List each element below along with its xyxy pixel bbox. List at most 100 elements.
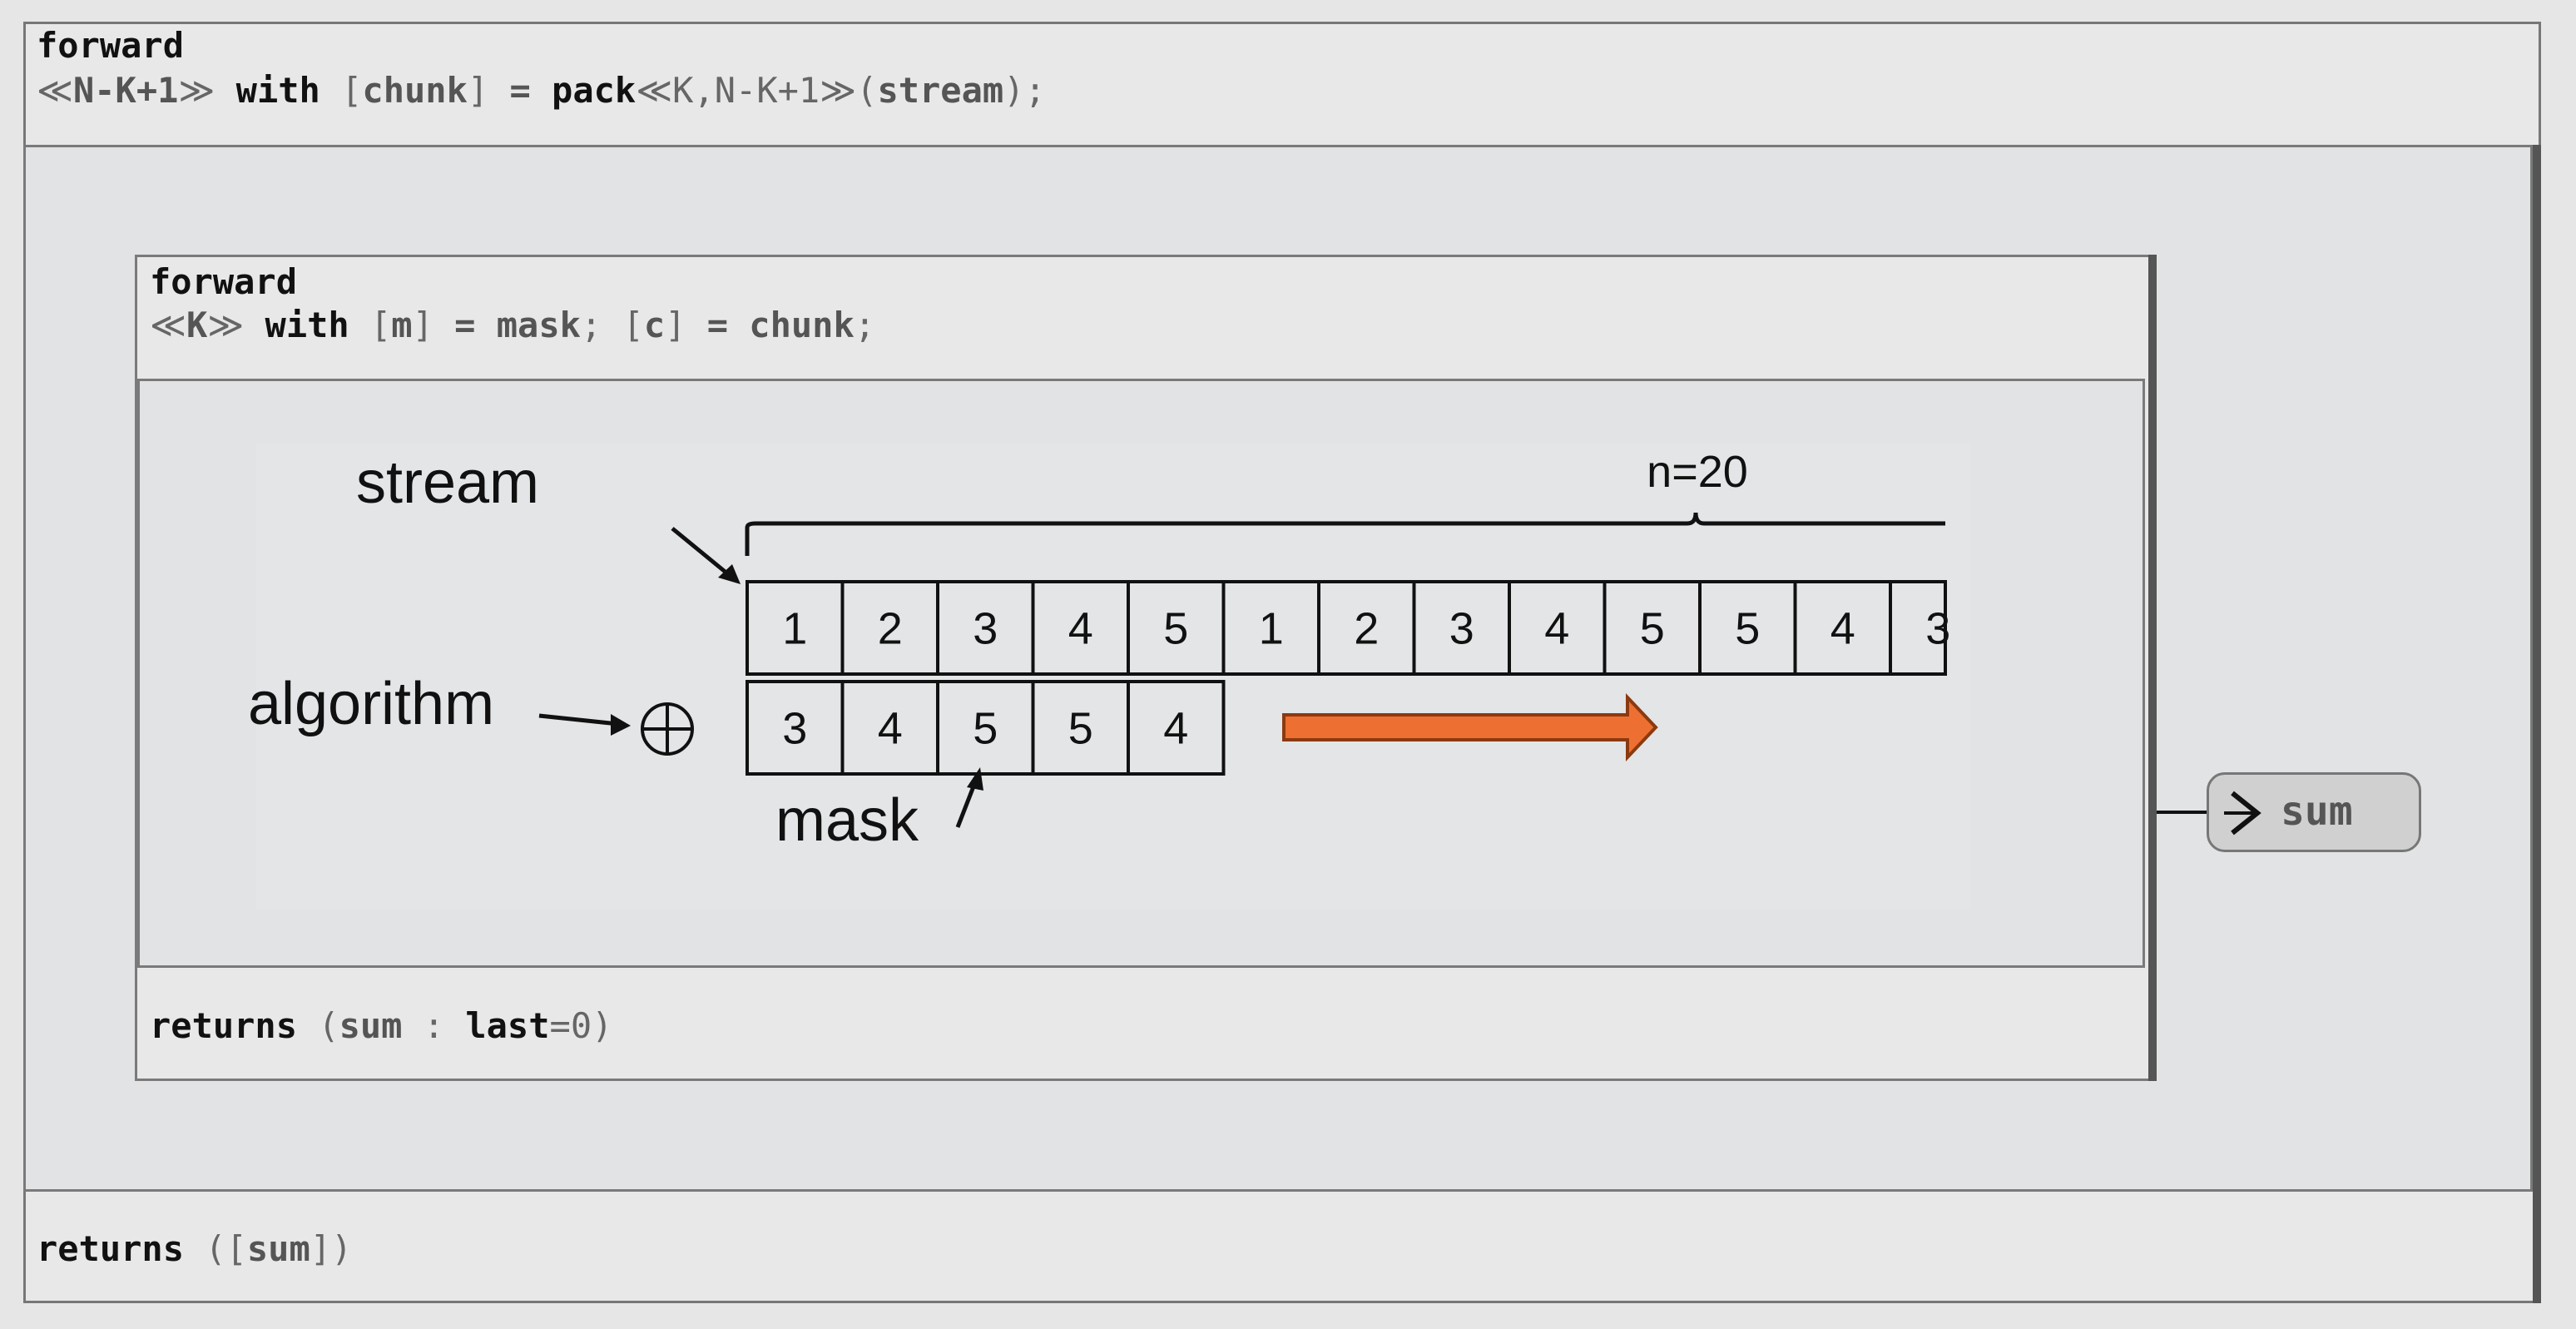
- inner-b2-semi: ;: [854, 305, 876, 345]
- mask-cell: [746, 680, 845, 776]
- n-brace: [745, 512, 1945, 556]
- stream-cell-value: 5: [1640, 604, 1665, 654]
- stream-cell-value: 3: [973, 604, 998, 654]
- inner-returns-open: (: [318, 1005, 339, 1046]
- stream-cell-value: 4: [1830, 604, 1855, 654]
- stream-cell: [1889, 580, 1947, 676]
- mask-cell: [1127, 680, 1226, 776]
- inner-forward-keyword: forward: [150, 261, 298, 302]
- chevron-right-icon: [2224, 791, 2261, 836]
- stream-cell: [1412, 580, 1511, 676]
- stream-cell: [1317, 580, 1416, 676]
- inner-block-edge: [2148, 255, 2157, 1081]
- inner-sig-open: ≪: [150, 305, 186, 345]
- stream-pointer-arrow: [671, 527, 734, 579]
- stream-cell: [840, 580, 939, 676]
- outer-returns-open: ([: [205, 1228, 247, 1269]
- stream-label: stream: [356, 449, 539, 516]
- stream-cell: [936, 580, 1035, 676]
- inner-header-keyword: forward: [150, 258, 297, 306]
- outer-arg-var: stream: [877, 70, 1004, 111]
- outer-header-signature: ≪N-K+1≫ with [chunk] = pack≪K,N-K+1≫(str…: [37, 67, 1046, 115]
- stream-cell: [1221, 580, 1320, 676]
- stream-cell-value: 2: [1354, 604, 1379, 654]
- mask-cell: [840, 680, 939, 776]
- figure-background: [256, 444, 1970, 910]
- inner-returns-close: ): [592, 1005, 613, 1046]
- mask-cell-value: 5: [973, 704, 998, 754]
- mask-cell-value: 3: [782, 704, 807, 754]
- outer-sig-open: ≪: [37, 70, 73, 111]
- outer-args-open: ≪K,N-K+1≫(: [636, 70, 878, 111]
- inner-returns-default: 0: [570, 1005, 592, 1046]
- inner-last-keyword: last: [465, 1005, 550, 1046]
- xor-operator-icon: [641, 702, 694, 756]
- mask-label: mask: [775, 787, 919, 854]
- inner-header-signature: ≪K≫ with [m] = mask; [c] = chunk;: [150, 301, 875, 350]
- stream-cell-value: 1: [782, 604, 807, 654]
- inner-b2-close: ]: [665, 305, 686, 345]
- outer-eq: =: [509, 70, 531, 111]
- inner-b1-val: mask: [496, 305, 581, 345]
- inner-returns-line: returns (sum : last=0): [150, 1002, 612, 1050]
- n-label: n=20: [1647, 447, 1748, 497]
- algorithm-pointer-arrowhead: [611, 714, 631, 736]
- stream-cell: [1031, 580, 1130, 676]
- outer-block-edge: [2533, 145, 2541, 1303]
- mask-pointer-arrow: [955, 781, 978, 828]
- outer-bind-open: [: [341, 70, 363, 111]
- mask-cells: 3 4 5 5 4: [746, 680, 1226, 776]
- sum-output-label: sum: [2281, 788, 2353, 835]
- inner-b1-open: [: [369, 305, 392, 345]
- outer-returns-line: returns ([sum]): [37, 1225, 352, 1273]
- outer-bind-close: ]: [467, 70, 489, 111]
- inner-returns-eq: =: [549, 1005, 571, 1046]
- algorithm-label: algorithm: [248, 671, 494, 737]
- stream-cell: [746, 580, 845, 676]
- inner-b1-semi: ;: [580, 305, 602, 345]
- inner-b2-var: c: [643, 305, 666, 345]
- stream-cell: [1127, 580, 1226, 676]
- stream-cell-value: 2: [878, 604, 903, 654]
- stream-cell-value: 3: [1925, 604, 1950, 654]
- inner-with-keyword: with: [265, 305, 349, 345]
- outer-header-keyword: forward: [37, 22, 184, 70]
- outer-sig-close: ≫: [178, 70, 215, 111]
- stream-cell-value: 4: [1544, 604, 1569, 654]
- sum-output-port[interactable]: sum: [2207, 772, 2421, 852]
- outer-returns-keyword: returns: [37, 1228, 185, 1269]
- outer-sig-expr: N-K+1: [72, 70, 179, 111]
- inner-b2-eq: =: [706, 305, 728, 345]
- mask-pointer-arrowhead: [967, 767, 983, 791]
- inner-b1-close: ]: [412, 305, 433, 345]
- mask-cell-value: 4: [1163, 704, 1188, 754]
- stream-cell-value: 1: [1259, 604, 1284, 654]
- stream-cell-value: 4: [1068, 604, 1093, 654]
- outer-args-close: );: [1003, 70, 1046, 111]
- outer-forward-keyword: forward: [37, 25, 185, 66]
- slide-direction-arrow: [1282, 692, 1658, 762]
- inner-b1-var: m: [391, 305, 413, 345]
- stream-cell: [1698, 580, 1797, 676]
- outer-func-name: pack: [552, 70, 637, 111]
- mask-cell-value: 4: [878, 704, 903, 754]
- stream-cell-value: 5: [1735, 604, 1760, 654]
- inner-b2-open: [: [622, 305, 644, 345]
- inner-sig-expr: K: [186, 305, 208, 345]
- outer-with-keyword: with: [235, 70, 320, 111]
- stream-cell: [1603, 580, 1702, 676]
- stream-cell-value: 3: [1449, 604, 1474, 654]
- inner-b2-val: chunk: [749, 305, 855, 345]
- mask-cell-value: 5: [1068, 704, 1093, 754]
- outer-bind-var: chunk: [362, 70, 468, 111]
- stream-pointer-arrowhead: [718, 564, 741, 584]
- inner-sig-close: ≫: [207, 305, 245, 345]
- inner-returns-keyword: returns: [150, 1005, 298, 1046]
- inner-b1-eq: =: [454, 305, 476, 345]
- outer-returns-close: ]): [310, 1228, 353, 1269]
- algorithm-pointer-arrow: [538, 713, 619, 726]
- stream-cell: [1508, 580, 1607, 676]
